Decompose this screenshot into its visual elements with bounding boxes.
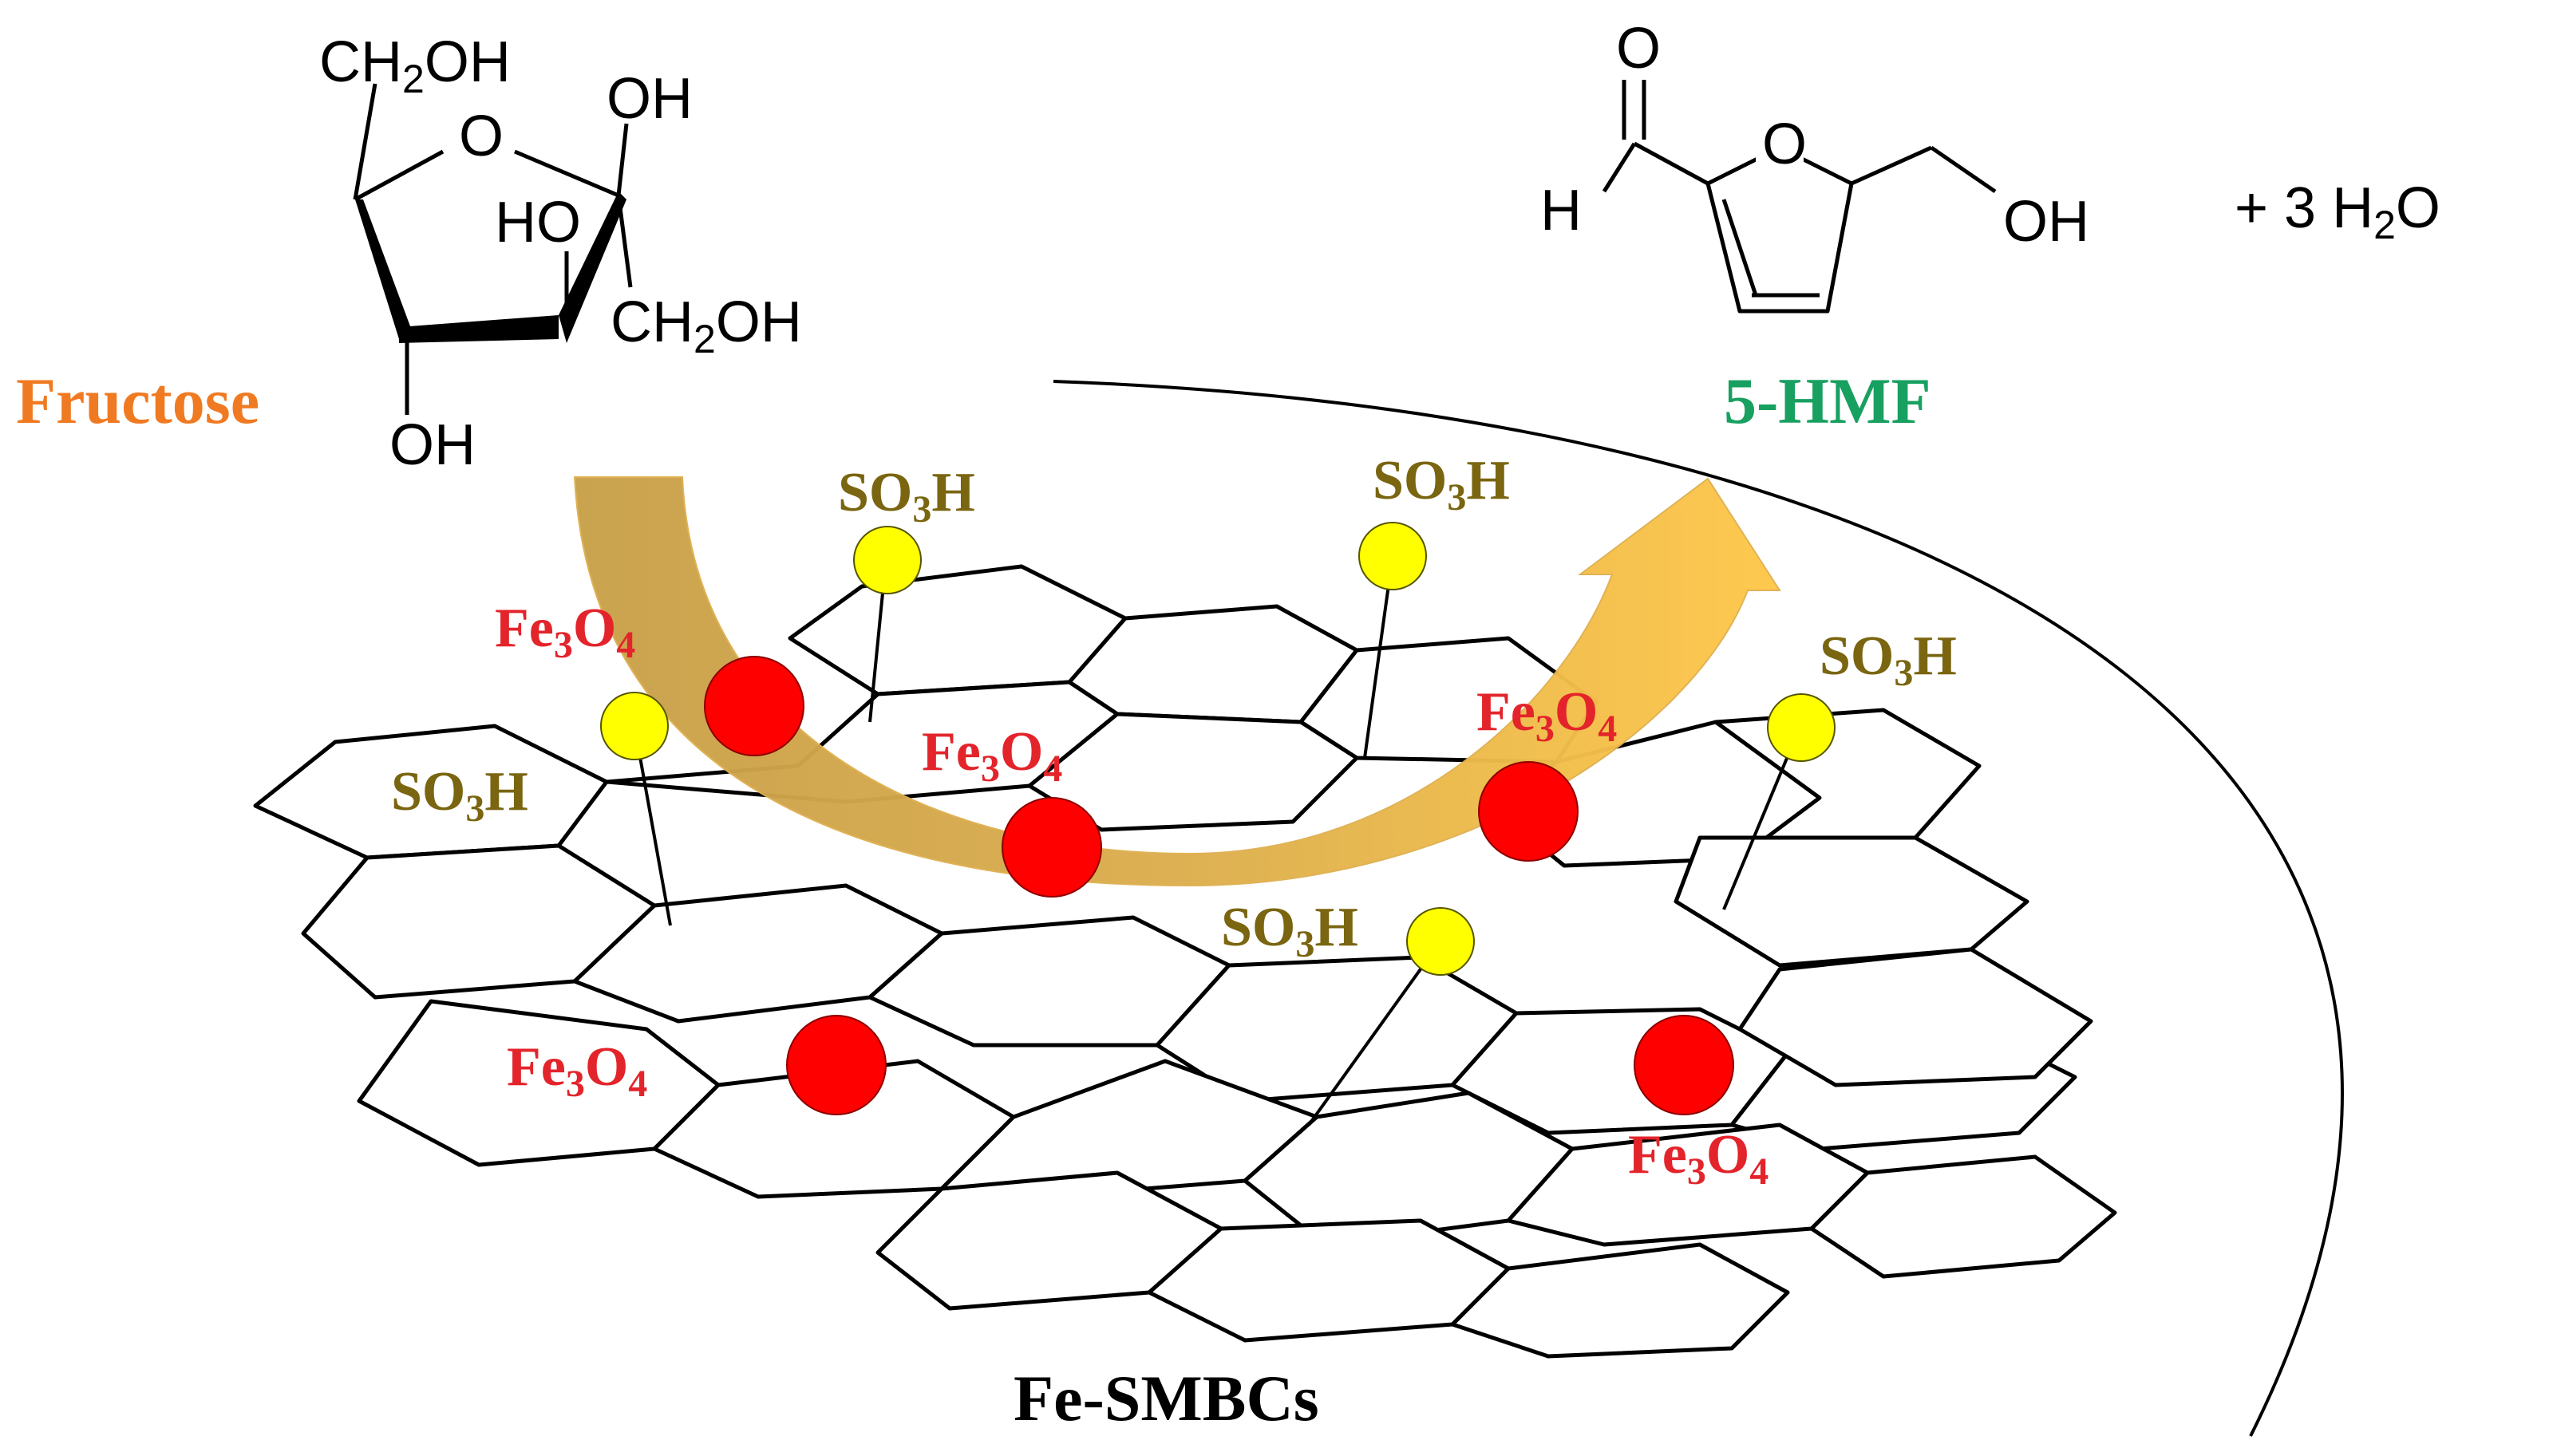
hmf-label: 5-HMF [1724,365,1931,437]
fe3o4-label: Fe3O4 [1628,1124,1768,1193]
reaction-arrow [573,476,1781,887]
catalyst-boundary-arc [1053,380,2344,1437]
so3h-label: SO3H [1820,625,1957,694]
fe3o4-particle [704,656,804,756]
oh-bottom-label: OH [389,413,476,477]
hydroxyl-label: OH [2003,190,2089,254]
hmf-structure: O H O OH + 3 H2O [1540,17,2440,314]
fe3o4-particles [704,656,1734,1115]
fe3o4-particle [1634,1015,1734,1115]
so3h-groups [600,522,1836,976]
fructose-structure: CH2OH O OH HO CH2OH OH [319,30,802,477]
hexagon [1809,1154,2117,1279]
so3h-site [1767,693,1836,762]
ring-oxygen-label: O [459,105,504,168]
so3h-site [1406,907,1475,976]
hexagon [1450,1242,1790,1359]
fructose-label: Fructose [16,365,259,437]
fe3o4-label: Fe3O4 [507,1036,647,1105]
so3h-site [853,526,922,594]
ch2oh-top-label: CH2OH [319,30,511,101]
aldehyde-h-label: H [1540,179,1582,243]
so3h-label: SO3H [391,761,528,830]
hexagon [1737,947,2093,1087]
carbonyl-oxygen-label: O [1616,17,1661,81]
furan-oxygen-label: O [1762,112,1807,176]
fe3o4-label: Fe3O4 [1476,681,1617,750]
so3h-site [600,692,669,760]
so3h-label: SO3H [1221,897,1358,965]
water-label: + 3 H2O [2235,176,2440,247]
so3h-label: SO3H [838,462,975,531]
fe3o4-particle [1478,761,1579,862]
so3h-label: SO3H [1373,450,1510,519]
hexagon [1027,712,1359,832]
fe3o4-label: Fe3O4 [495,598,635,666]
oh-right-label: OH [607,67,693,131]
catalyst-label: Fe-SMBCs [1014,1362,1319,1434]
fe3o4-particle [786,1015,887,1115]
fe3o4-particle [1002,797,1102,898]
fe3o4-label: Fe3O4 [922,721,1062,790]
wedge-bond [399,315,559,343]
wedge-bond [559,191,626,343]
wedge-bond [355,199,415,339]
so3h-site [1358,522,1427,590]
ho-inner-label: HO [495,191,581,255]
ch2oh-bottom-label: CH2OH [611,290,802,361]
